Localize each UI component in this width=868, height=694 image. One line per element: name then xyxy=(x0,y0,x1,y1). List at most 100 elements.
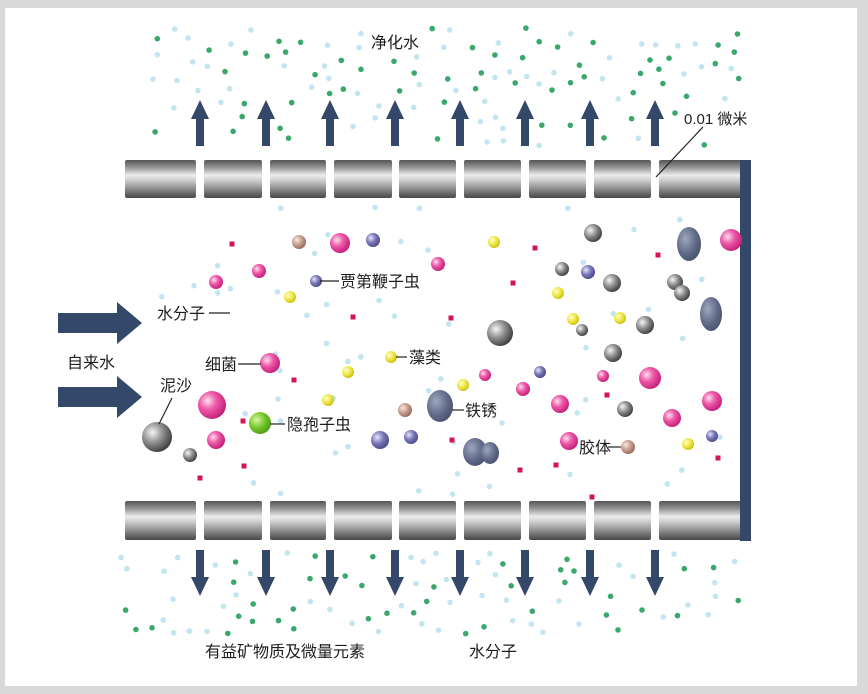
water-molecule-dot xyxy=(500,125,506,132)
sediment-leader-line xyxy=(158,397,173,425)
water-molecule-dot xyxy=(332,450,339,456)
water-molecule-dot xyxy=(440,44,447,51)
water-molecule-dot xyxy=(391,313,398,320)
water-molecule-dot xyxy=(492,74,498,81)
water-molecule-dot xyxy=(277,418,284,424)
mineral-dot xyxy=(249,618,256,625)
water-molecule-dot xyxy=(506,69,513,75)
mineral-dot xyxy=(149,625,155,631)
giardia-label: 贾第鞭子虫 xyxy=(340,273,420,291)
tap-water-label: 自来水 xyxy=(67,354,115,372)
mineral-dot xyxy=(567,122,574,129)
membrane-segment xyxy=(464,501,521,540)
bacteria-ball xyxy=(663,409,681,427)
contaminant-particles xyxy=(142,224,742,500)
mineral-dot xyxy=(431,584,437,590)
mineral-dot xyxy=(549,87,555,93)
impurity-particle xyxy=(510,280,516,286)
water-molecule-dot xyxy=(311,250,318,257)
water-molecule-dot xyxy=(150,76,156,82)
permeate-arrow-up xyxy=(321,100,339,146)
water-molecule-dot xyxy=(372,204,378,211)
mineral-dot xyxy=(478,70,485,76)
bottom-water-molecule-label: 水分子 xyxy=(469,643,517,661)
mineral-dot xyxy=(444,76,451,82)
rust-particle xyxy=(481,442,499,464)
water-molecule-dot xyxy=(413,580,419,587)
water-molecule-dot xyxy=(599,75,606,82)
water-molecule-dot xyxy=(415,488,422,494)
sediment-ball xyxy=(576,324,588,336)
mineral-dot xyxy=(554,44,561,50)
membrane-segment xyxy=(204,501,262,540)
impurity-particle xyxy=(553,462,559,468)
impurity-particle xyxy=(350,314,356,320)
water-molecule-dot xyxy=(677,216,683,223)
membrane-segment xyxy=(204,160,262,198)
rust-particle xyxy=(677,227,701,261)
water-molecule-dot xyxy=(323,301,330,308)
water-molecule-dot xyxy=(499,420,505,426)
mineral-dot xyxy=(590,39,596,46)
mineral-dot xyxy=(564,556,570,563)
mineral-dot xyxy=(290,606,297,612)
water-molecule-dot xyxy=(536,81,542,87)
water-molecule-dot xyxy=(195,87,201,94)
water-molecule-dot xyxy=(218,99,224,106)
water-molecule-label: 水分子 xyxy=(157,305,205,323)
water-molecule-dot xyxy=(307,598,314,605)
water-molecule-dot xyxy=(556,598,562,604)
mineral-dot xyxy=(275,617,282,624)
mineral-dot xyxy=(285,135,292,141)
rust-particle xyxy=(427,390,453,422)
algae-ball xyxy=(567,313,579,325)
colloid-label: 胶体 xyxy=(579,439,611,457)
algae-ball xyxy=(552,287,564,299)
mineral-dot xyxy=(681,565,688,572)
colloid-ball xyxy=(398,403,412,417)
sediment-ball xyxy=(555,262,569,276)
mineral-dot xyxy=(712,60,719,67)
water-molecule-dot xyxy=(416,205,423,212)
water-molecule-dot xyxy=(551,69,557,76)
bacteria-ball xyxy=(198,391,226,419)
water-molecule-dot xyxy=(731,558,738,565)
water-molecule-dot xyxy=(284,550,291,556)
water-molecule-dot xyxy=(420,558,426,565)
water-molecule-dot xyxy=(212,562,218,568)
water-molecule-dot xyxy=(475,559,481,566)
impurity-particle xyxy=(291,377,297,383)
water-molecule-dot xyxy=(487,550,493,557)
rust-label: 铁锈 xyxy=(465,402,497,420)
mineral-dot xyxy=(615,627,621,633)
water-molecule-dot xyxy=(171,26,178,32)
water-molecule-dot xyxy=(652,42,659,48)
water-molecule-dot xyxy=(671,551,677,557)
water-molecule-dot xyxy=(438,376,444,382)
mineral-dot xyxy=(656,66,662,72)
mineral-dot xyxy=(312,553,319,559)
water-molecule-dot xyxy=(481,98,488,105)
mineral-dot xyxy=(410,610,417,616)
water-molecule-dot xyxy=(345,443,351,450)
water-molecule-dot xyxy=(275,396,281,402)
cryptosporidium-label: 隐孢子虫 xyxy=(287,416,351,434)
water-molecule-dot xyxy=(630,573,636,580)
water-molecule-dot xyxy=(185,35,191,41)
water-molecule-dot xyxy=(277,490,284,497)
bacteria-ball xyxy=(516,382,530,396)
water-molecule-dot xyxy=(161,568,167,574)
water-molecule-dot xyxy=(698,276,705,283)
mineral-dot xyxy=(735,75,742,82)
mineral-dot xyxy=(312,71,318,78)
mineral-dot xyxy=(235,613,242,619)
mineral-dot xyxy=(519,54,526,61)
mineral-dot xyxy=(365,615,372,622)
water-molecule-dot xyxy=(323,340,330,347)
mineral-dot xyxy=(666,55,672,61)
mineral-dot xyxy=(222,68,228,75)
mineral-dot xyxy=(342,573,349,579)
mineral-dot xyxy=(523,25,529,31)
water-molecule-dot xyxy=(413,54,420,60)
water-molecule-dot xyxy=(398,238,404,245)
